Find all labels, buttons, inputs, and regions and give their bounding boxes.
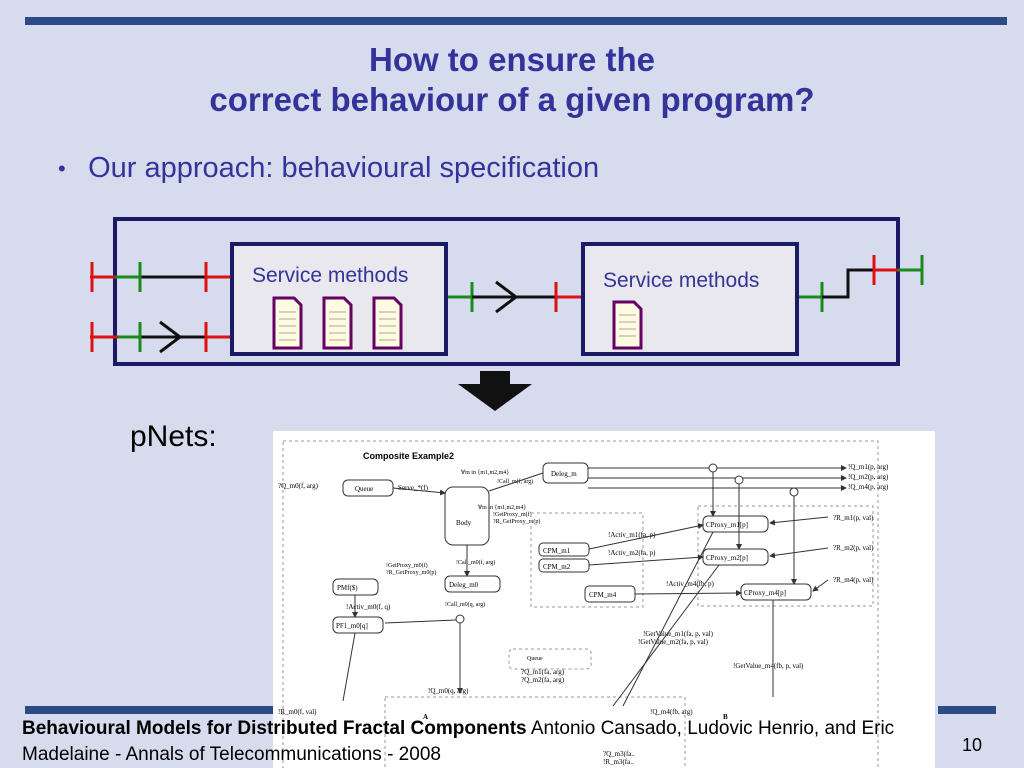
pn-pmf: PMf($) [337,584,358,592]
pnet-figure: Composite Example2 ?Q_m0(f, arg) Queue S… [273,431,935,768]
pn-q-m3: ?Q_m3(fa.. [603,750,635,758]
pn-cproxy-m1: CProxy_m1[p] [706,521,748,529]
left-box-label: Service methods [252,264,408,287]
document-icon [612,300,643,350]
pn-r-m4: ?R_m4(p, val) [833,576,874,584]
pn-cproxy-m4: CProxy_m4[p] [744,589,786,597]
pnet-title: Composite Example2 [363,451,454,461]
pn-q-m4-fb: !Q_m4(fb, arg) [650,708,693,716]
pn-body-node [444,486,490,546]
bottom-rule-right [938,706,996,714]
pn-r-m0: !R_m0(f, val) [278,708,317,716]
pn-activ-m0: !Activ_m0(f, q) [346,603,391,611]
pn-b: B [723,713,728,721]
citation-title: Behavioural Models for Distributed Fract… [22,718,527,739]
interface-connector-right [799,255,924,312]
pn-cproxy-m2: CProxy_m2[p] [706,554,748,562]
pn-q-m1-fa: ?Q_m1(fa, arg) [521,668,565,676]
pn-r-m3: !R_m3(fa.. [603,758,634,766]
pn-getproxy: !GetProxy_m(f) [493,511,532,518]
composite-dashed-box [282,440,879,768]
pn-cpm-m4: CPM_m4 [589,591,617,599]
down-arrow-icon [458,371,532,411]
title-line-2: correct behaviour of a given program? [209,81,815,118]
pn-activ-m2: !Activ_m2(fa, p) [608,549,656,557]
pn-activ-m1: !Activ_m1(fa, p) [608,531,656,539]
pn-getvalue-m1: !GetValue_m1(fa, p, val) [643,630,714,638]
pn-deleg-m: Deleg_m [551,470,577,478]
pn-cpm-m2: CPM_m2 [543,563,571,571]
citation-authors: Antonio Cansado, Ludovic Henrio, and Eri… [22,718,895,765]
interface-connector-bottom-left [90,320,230,354]
pn-q-m2: !Q_m2(p, arg) [848,473,889,481]
right-box-label: Service methods [603,269,759,292]
pn-a: A [423,713,428,721]
bullet-item: • Our approach: behavioural specificatio… [58,152,599,185]
document-icon [372,296,403,350]
bullet-icon: • [58,156,66,182]
pn-body: Body [456,519,472,527]
pn-getvalue-m4: !GetValue_m4(fb, p, val) [733,662,804,670]
pnet-drawing: Composite Example2 ?Q_m0(f, arg) Queue S… [278,440,889,768]
pn-queue: Queue [355,485,373,493]
interface-connector-top-left [90,262,230,292]
interface-connector-middle [448,280,581,314]
pn-forall2: ∀m in {m1,m2,m4} [478,504,526,511]
pn-pf1-m0: PF1_m0[q] [336,622,368,630]
slide-title: How to ensure the correct behaviour of a… [0,40,1024,120]
pn-r-getproxy-m0: ?R_GetProxy_m0(p) [386,569,436,576]
pnets-label: pNets: [130,420,217,453]
pn-q-m0-q: !Q_m0(q, arg) [428,687,469,695]
pn-q-m2-fa: ?Q_m2(fa, arg) [521,676,565,684]
pn-getvalue-m2: !GetValue_m2(fa, p, val) [638,638,709,646]
pn-q-m0: ?Q_m0(f, arg) [278,482,319,490]
pn-call-m0-q: !Call_m0(q, arg) [445,601,485,608]
pn-deleg-m0: Deleg_m0 [449,581,479,589]
pn-rgetproxy: ?R_GetProxy_m(p) [493,518,540,525]
pn-call-m: !Call_m(f, arg) [497,478,533,485]
top-rule [25,17,1007,25]
pn-forall: ∀m in {m1,m2,m4} [461,469,509,476]
pn-q-m1: !Q_m1(p, arg) [848,463,889,471]
pn-queue2: Queue [527,656,543,662]
pn-r-m1: ?R_m1(p, val) [833,514,874,522]
bullet-text: Our approach: behavioural specification [88,152,600,184]
pn-q-m4: !Q_m4(p, arg) [848,483,889,491]
pn-getproxy-m0: !GetProxy_m0(f) [386,562,428,569]
pn-cpm-m1: CPM_m1 [543,547,571,555]
page-number: 10 [962,735,983,755]
composite-box [113,217,900,366]
component-diagram: Service methods Service methods [90,217,924,411]
bottom-rule-left [25,706,273,714]
citation: Behavioural Models for Distributed Fract… [22,716,922,768]
pn-r-m2: ?R_m2(p, val) [833,544,874,552]
pn-serve: Serve_*(f) [398,484,429,492]
document-icon [322,296,353,350]
document-icon [272,296,303,350]
pn-call-m0-f: !Call_m0(f, arg) [456,559,495,566]
pn-activ-m4: !Activ_m4(fb, p) [666,580,714,588]
title-line-1: How to ensure the [368,41,656,78]
